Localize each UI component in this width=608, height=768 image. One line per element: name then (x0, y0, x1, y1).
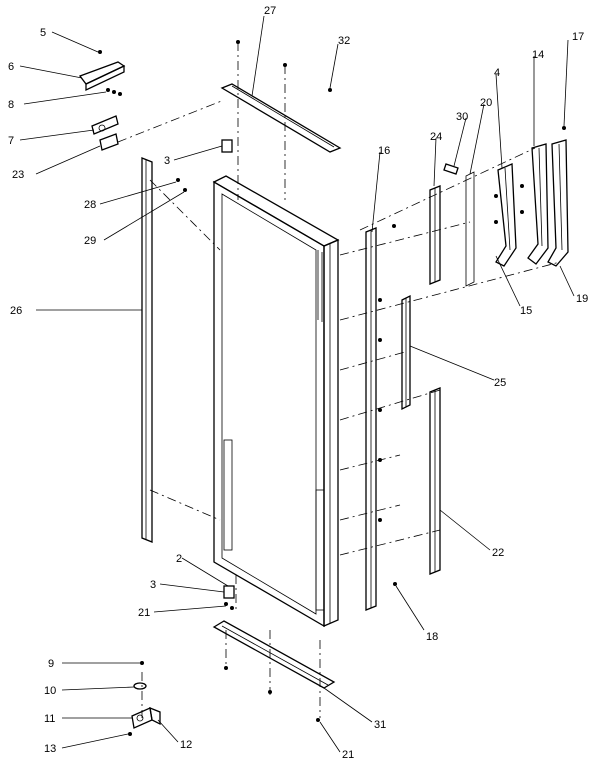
callout-16: 16 (378, 145, 390, 157)
handle-mid-section (527, 143, 549, 265)
door-panel (212, 175, 340, 628)
small-clip (443, 163, 459, 175)
callout-12: 12 (180, 739, 192, 751)
left-gasket-strip (141, 157, 153, 543)
bottom-washer (133, 682, 147, 690)
callout-23: 23 (12, 169, 24, 181)
callout-32: 32 (338, 35, 350, 47)
bottom-trim-strip (212, 620, 336, 689)
callout-21-left: 21 (138, 607, 150, 619)
callout-labels: 5 6 8 7 23 26 28 29 3 27 32 16 24 30 20 … (8, 5, 588, 761)
callout-18: 18 (426, 631, 438, 643)
assembly-guide-lines (117, 42, 561, 718)
callout-15: 15 (520, 305, 532, 317)
callout-31: 31 (374, 719, 386, 731)
upper-small-bracket (429, 185, 441, 285)
handle-inner-section (495, 163, 517, 267)
callout-30: 30 (456, 111, 468, 123)
callout-4: 4 (494, 67, 500, 79)
callout-21-bottom: 21 (342, 749, 354, 761)
handle-outer-section (547, 139, 569, 267)
callout-28: 28 (84, 199, 96, 211)
callout-22: 22 (492, 547, 504, 559)
top-hinge-bracket (91, 115, 119, 151)
callout-9: 9 (48, 658, 54, 670)
callout-14: 14 (532, 49, 544, 61)
callout-6: 6 (8, 61, 14, 73)
lower-bracket (429, 387, 441, 575)
callout-13: 13 (44, 743, 56, 755)
callout-24: 24 (430, 131, 442, 143)
callout-25: 25 (494, 377, 506, 389)
callout-11: 11 (44, 713, 55, 725)
callout-26: 26 (10, 305, 22, 317)
callout-3-bottom: 3 (150, 579, 156, 591)
top-trim-strip (220, 83, 342, 153)
screw-markers (98, 40, 566, 736)
right-vertical-channel (365, 227, 377, 611)
thin-plate (465, 171, 475, 287)
callout-5: 5 (40, 27, 46, 39)
callout-27: 27 (264, 5, 276, 17)
callout-2: 2 (176, 553, 182, 565)
callout-19: 19 (576, 293, 588, 305)
mid-bracket (401, 294, 411, 411)
callout-17: 17 (572, 31, 584, 43)
callout-8: 8 (8, 99, 14, 111)
top-hinge-cover (78, 61, 126, 92)
callout-7: 7 (8, 135, 14, 147)
callout-29: 29 (84, 235, 96, 247)
callout-20: 20 (480, 97, 492, 109)
callout-3-top: 3 (164, 155, 170, 167)
bottom-hinge (131, 706, 161, 729)
callout-10: 10 (44, 685, 56, 697)
leader-lines (19, 15, 575, 753)
